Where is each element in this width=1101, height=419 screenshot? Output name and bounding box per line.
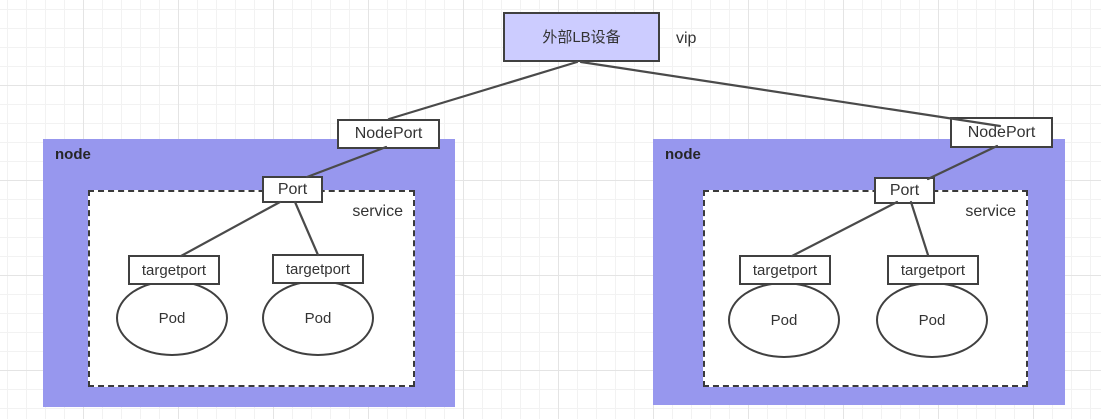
pod-ellipse: Pod <box>116 280 228 356</box>
port-box-right: Port <box>874 177 935 204</box>
edge-lb-to-nodeport-left <box>387 60 579 121</box>
service-label: service <box>965 203 1016 220</box>
targetport-box: targetport <box>272 254 364 284</box>
edge-lb-to-nodeport-right <box>579 60 1002 128</box>
node-label: node <box>665 146 701 163</box>
nodeport-box-right: NodePort <box>950 117 1053 148</box>
targetport-box: targetport <box>887 255 979 285</box>
port-box-left: Port <box>262 176 323 203</box>
pod-label: Pod <box>304 309 332 327</box>
node-label: node <box>55 146 91 163</box>
targetport-box: targetport <box>739 255 831 285</box>
pod-ellipse: Pod <box>876 282 988 358</box>
external-lb-box: 外部LB设备 <box>503 12 660 62</box>
nodeport-box-left: NodePort <box>337 119 440 149</box>
pod-label: Pod <box>918 311 946 329</box>
pod-ellipse: Pod <box>262 280 374 356</box>
pod-ellipse: Pod <box>728 282 840 358</box>
targetport-box: targetport <box>128 255 220 285</box>
service-label: service <box>352 203 403 220</box>
pod-label: Pod <box>158 309 186 327</box>
vip-label: vip <box>676 30 697 47</box>
pod-label: Pod <box>770 311 798 329</box>
